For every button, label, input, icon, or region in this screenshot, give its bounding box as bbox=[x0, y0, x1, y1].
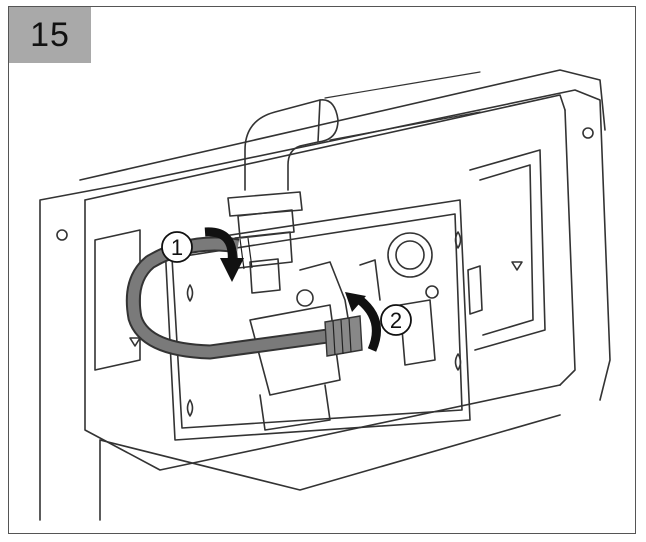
tee-connector bbox=[249, 258, 281, 294]
valve-knob bbox=[296, 289, 314, 307]
valve-bracket bbox=[249, 304, 341, 396]
mount-hole-1 bbox=[186, 284, 194, 302]
mount-hole-4 bbox=[454, 353, 462, 371]
valve-lower bbox=[259, 384, 331, 431]
callout-1: 1 bbox=[161, 231, 193, 263]
latch-right bbox=[467, 265, 483, 315]
step-number-badge: 15 bbox=[9, 7, 91, 63]
callout-1-label: 1 bbox=[171, 235, 183, 260]
right-channel-inner bbox=[479, 164, 534, 336]
drain-pipe-elbow bbox=[244, 99, 321, 191]
rotate-arrow-2 bbox=[345, 292, 381, 352]
collar-nut bbox=[237, 209, 295, 239]
callout-2: 2 bbox=[380, 304, 412, 336]
housing-lower-frame bbox=[99, 414, 561, 521]
screw-hole-left bbox=[56, 229, 68, 241]
screw-hole-right bbox=[582, 127, 594, 139]
inner-panel-lip bbox=[171, 213, 463, 429]
housing-outline bbox=[39, 89, 611, 521]
right-channel bbox=[469, 149, 546, 351]
inner-panel bbox=[164, 199, 471, 441]
drain-pipe-hose bbox=[324, 71, 481, 141]
right-fitting bbox=[399, 299, 436, 366]
port-ring-inner bbox=[395, 240, 425, 270]
triangle-mark-right bbox=[511, 261, 523, 271]
right-fitting-screw bbox=[425, 285, 439, 299]
mount-hole-3 bbox=[454, 231, 462, 249]
triangle-mark-left bbox=[129, 337, 141, 347]
drain-pipe-rim bbox=[317, 99, 339, 143]
hose-end-fitting bbox=[324, 315, 363, 357]
mount-hole-2 bbox=[186, 399, 194, 417]
rotate-arrow-1 bbox=[204, 227, 244, 282]
housing-right-side bbox=[559, 109, 576, 386]
valve-body bbox=[299, 259, 381, 331]
collar-top bbox=[227, 191, 303, 217]
callout-2-label: 2 bbox=[390, 308, 402, 333]
housing-top-edge bbox=[79, 69, 606, 181]
port-ring-outer bbox=[387, 232, 433, 278]
housing-left-bump bbox=[94, 229, 141, 371]
housing-inner-top bbox=[84, 94, 566, 201]
